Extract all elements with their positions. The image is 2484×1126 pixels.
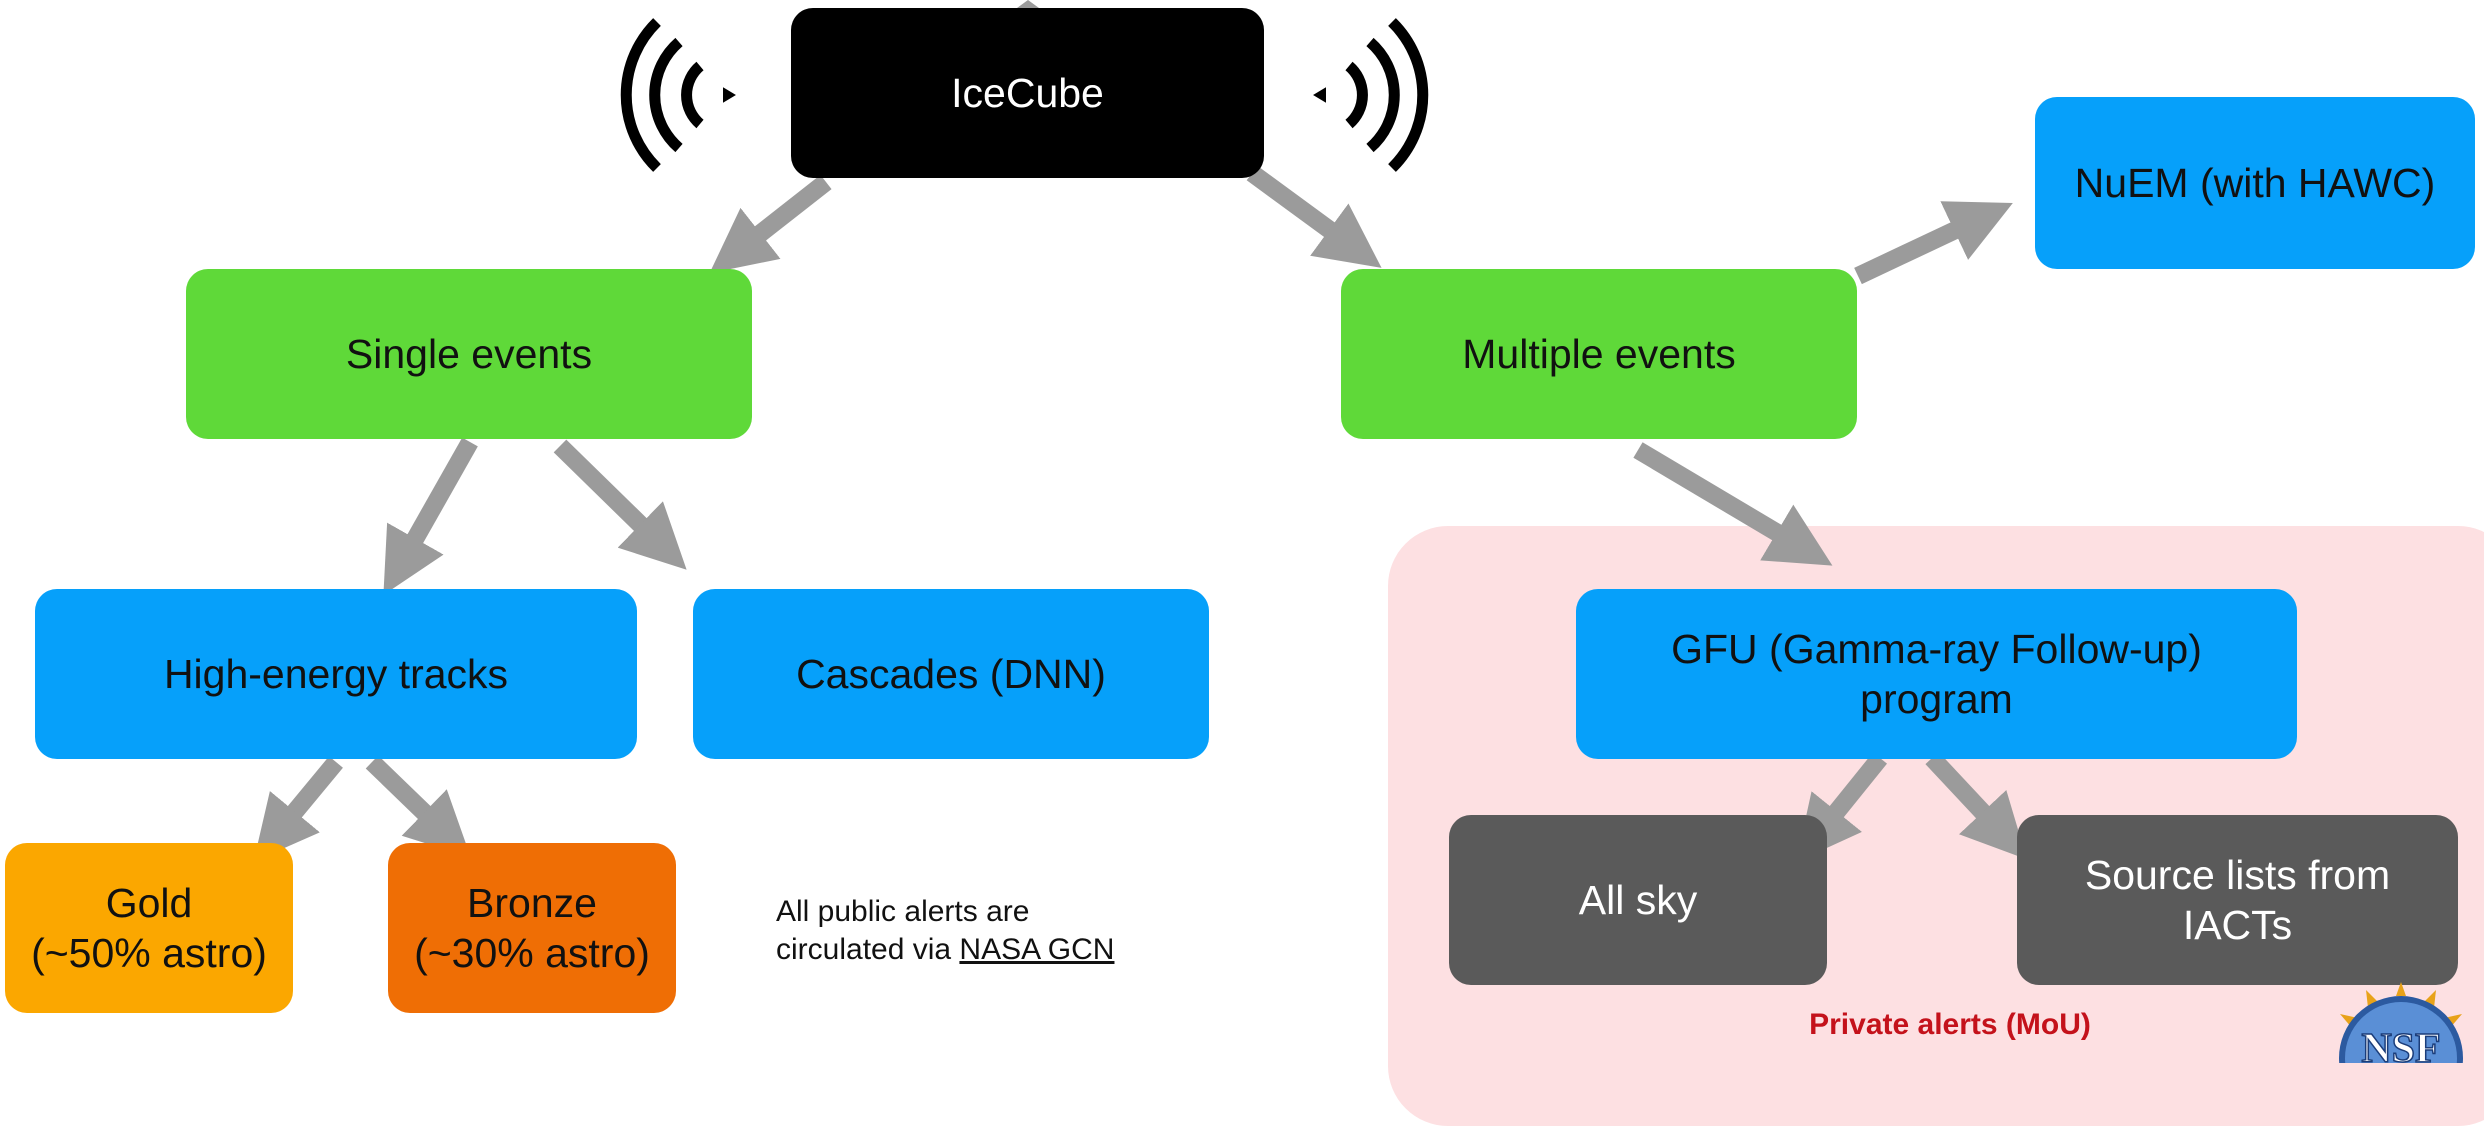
all-sky-label: All sky	[1578, 876, 1698, 923]
single-events-label: Single events	[345, 330, 593, 377]
bronze-node: Bronze (~30% astro)	[388, 843, 676, 1013]
source-lists-node: Source lists from IACTs	[2017, 815, 2458, 985]
arrow-gfu-to-sources	[1925, 751, 2027, 860]
broadcast-left-icon	[620, 18, 736, 172]
gold-node: Gold (~50% astro)	[5, 843, 293, 1013]
gold-label: Gold (~50% astro)	[31, 879, 267, 976]
high-energy-tracks-node: High-energy tracks	[35, 589, 637, 759]
broadcast-right-icon	[1313, 18, 1429, 172]
note-line-2: circulated via NASA GCN	[776, 931, 1114, 969]
cascades-label: Cascades (DNN)	[796, 650, 1106, 697]
single-events-node: Single events	[186, 269, 752, 439]
icecube-node: IceCube	[791, 8, 1264, 178]
nuem-label: NuEM (with HAWC)	[2074, 159, 2436, 206]
note-line-1: All public alerts are	[776, 895, 1030, 928]
arrow-icecube-to-single	[709, 174, 832, 274]
nasa-gcn-link[interactable]: NASA GCN	[959, 933, 1115, 967]
arrow-multiple-to-nuem	[1854, 201, 2013, 285]
arrow-multiple-to-gfu	[1633, 442, 1833, 566]
public-alerts-note: All public alerts are circulated via NAS…	[776, 893, 1114, 970]
arrow-tracks-to-bronze	[365, 755, 471, 858]
nsf-logo-text: NSF	[2361, 1026, 2440, 1063]
all-sky-node: All sky	[1449, 815, 1827, 985]
note-line-2-prefix: circulated via	[776, 933, 960, 967]
arrow-single-to-tracks	[383, 437, 478, 595]
flow-arrows	[253, 0, 2027, 863]
nuem-node: NuEM (with HAWC)	[2035, 97, 2475, 269]
icecube-label: IceCube	[951, 69, 1104, 116]
multiple-events-node: Multiple events	[1341, 269, 1857, 439]
multiple-events-label: Multiple events	[1462, 330, 1736, 377]
arrow-icecube-to-multiple	[1246, 165, 1382, 268]
arrow-tracks-to-gold	[253, 756, 343, 862]
source-lists-label: Source lists from IACTs	[2084, 851, 2391, 948]
arrow-single-to-cascades	[553, 439, 687, 570]
gfu-node: GFU (Gamma-ray Follow-up) program	[1576, 589, 2297, 759]
cascades-node: Cascades (DNN)	[693, 589, 1209, 759]
high-energy-tracks-label: High-energy tracks	[163, 650, 509, 697]
private-alerts-label: Private alerts (MoU)	[1809, 1008, 2091, 1041]
bronze-label: Bronze (~30% astro)	[414, 879, 650, 976]
arrow-stub-top	[1017, 0, 1039, 8]
arrow-gfu-to-allsky	[1796, 752, 1888, 863]
gfu-label: GFU (Gamma-ray Follow-up) program	[1671, 625, 2202, 722]
nsf-logo: NSF	[2339, 982, 2463, 1063]
